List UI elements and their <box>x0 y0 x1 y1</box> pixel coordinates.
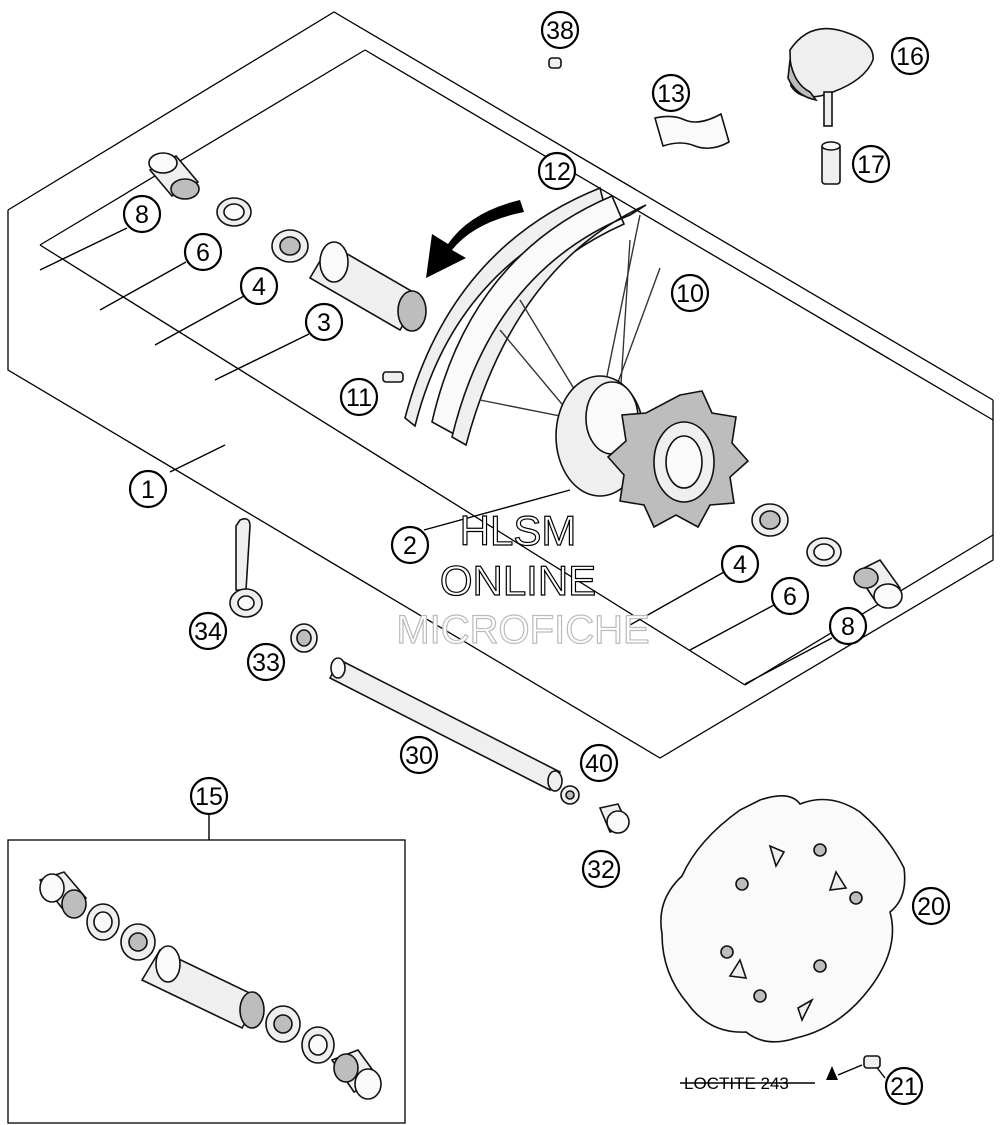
part-2-hub <box>555 375 750 529</box>
callout-20: 20 <box>911 886 951 926</box>
watermark-line-2: ONLINE <box>440 557 596 604</box>
callout-34: 34 <box>188 611 228 651</box>
callout-label: 34 <box>194 618 222 646</box>
part-30-axle <box>328 657 563 792</box>
part-4-bearing-top <box>271 229 309 263</box>
assembly-frame <box>7 11 994 759</box>
part-16-rim-lock <box>787 27 874 127</box>
callout-label: 3 <box>317 309 331 337</box>
callout-32: 32 <box>581 849 621 889</box>
callout-10: 10 <box>670 273 710 313</box>
part-12-rim <box>404 186 647 447</box>
callout-21: 21 <box>884 1066 924 1106</box>
callout-label: 21 <box>890 1073 918 1101</box>
part-6-seal-right <box>806 537 842 567</box>
subassembly-15-parts <box>38 871 382 1100</box>
callout-38: 38 <box>540 10 580 50</box>
part-21-screw <box>826 1055 881 1080</box>
callout-2: 2 <box>390 525 430 565</box>
callout-33: 33 <box>246 642 286 682</box>
part-33-nut <box>290 623 318 653</box>
part-17-nut <box>821 141 841 185</box>
callout-8-right: 8 <box>828 606 868 646</box>
callout-label: 1 <box>141 476 155 504</box>
watermark: HLSM ONLINE MICROFICHE <box>396 506 651 652</box>
callout-label: 30 <box>405 742 433 770</box>
callout-label: 6 <box>783 583 797 611</box>
part-3-distance-tube <box>308 241 427 332</box>
part-32-spacer <box>598 803 630 834</box>
callout-label: 20 <box>917 893 945 921</box>
callout-label: 40 <box>585 750 613 778</box>
callout-label: 32 <box>587 856 615 884</box>
callout-label: 33 <box>252 649 280 677</box>
part-20-brake-disc <box>660 795 906 1043</box>
subassembly-frame-15 <box>7 812 406 1124</box>
part-13-rim-tape <box>653 112 730 150</box>
callout-label: 10 <box>676 280 704 308</box>
loctite-note: LOCTITE 243 <box>684 1074 789 1093</box>
part-8-spacer-right <box>853 558 903 609</box>
callout-label: 4 <box>733 551 747 579</box>
callout-label: 16 <box>896 43 924 71</box>
callout-label: 2 <box>403 532 417 560</box>
callout-label: 8 <box>135 201 149 229</box>
part-38-plug <box>548 57 562 69</box>
callout-label: 38 <box>546 17 574 45</box>
callout-16: 16 <box>890 36 930 76</box>
callout-12: 12 <box>537 151 577 191</box>
callout-17: 17 <box>851 144 891 184</box>
part-8-spacer-top <box>148 152 200 200</box>
watermark-line-1: HLSM <box>460 507 577 554</box>
callout-label: 17 <box>857 151 885 179</box>
watermark-line-3: MICROFICHE <box>396 608 649 652</box>
callout-4-right: 4 <box>720 544 760 584</box>
callout-11: 11 <box>339 377 379 417</box>
callout-label: 12 <box>543 158 571 186</box>
callout-label: 8 <box>841 613 855 641</box>
part-40-washer <box>560 785 580 805</box>
callout-label: 15 <box>195 783 223 811</box>
rotation-arrow <box>426 200 524 278</box>
callout-15: 15 <box>189 776 229 816</box>
callout-label: 4 <box>252 273 266 301</box>
callout-40: 40 <box>579 743 619 783</box>
callout-4-top: 4 <box>239 266 279 306</box>
leader-lines <box>39 227 886 1084</box>
part-4-bearing-right <box>751 503 789 537</box>
part-6-seal-top <box>216 197 252 227</box>
callout-label: 11 <box>346 384 372 412</box>
callout-1: 1 <box>128 469 168 509</box>
callout-30: 30 <box>399 735 439 775</box>
callout-label: 6 <box>196 239 210 267</box>
part-34-axle-clamp <box>229 518 263 618</box>
callout-6-top: 6 <box>183 232 223 272</box>
callout-label: 13 <box>657 80 685 108</box>
callout-6-right: 6 <box>770 576 810 616</box>
part-11-nipple <box>382 371 404 383</box>
callout-3: 3 <box>304 302 344 342</box>
callout-13: 13 <box>651 73 691 113</box>
callout-8-top: 8 <box>122 194 162 234</box>
